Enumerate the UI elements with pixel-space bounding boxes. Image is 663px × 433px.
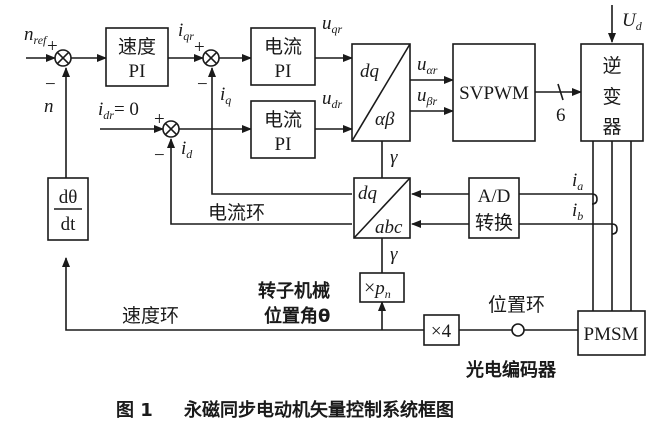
pmsm-label: PMSM <box>584 324 639 345</box>
svpwm-label: SVPWM <box>459 83 529 104</box>
inverter-block: 逆 变 器 <box>580 43 644 142</box>
sum1-minus-sign: − <box>45 74 56 95</box>
current-pi-q-sublabel: PI <box>275 61 292 82</box>
times4-label: ×4 <box>431 321 452 342</box>
times4-block: ×4 <box>423 314 460 346</box>
pmsm-block: PMSM <box>577 310 646 356</box>
ia-sense-line <box>519 193 598 205</box>
sum1-plus-sign: + <box>47 36 58 57</box>
sum2-plus-sign: + <box>194 37 205 58</box>
speed-loop-line <box>62 257 424 331</box>
figure-title: 永磁同步电动机矢量控制系统框图 <box>183 399 454 421</box>
pole-pairs-block: ×pn <box>359 272 405 303</box>
inverter-label-1: 逆 <box>602 55 621 77</box>
encoder-symbol <box>511 323 525 337</box>
derivative-numerator: dθ <box>59 187 78 208</box>
inverse-park-block: dq αβ <box>351 43 411 142</box>
inverse-park-bottom-label: αβ <box>375 109 395 130</box>
ud-label: Ud <box>622 10 643 33</box>
idr-label: idr= 0 <box>98 99 139 122</box>
current-pi-d-sublabel: PI <box>275 134 292 155</box>
speed-pi-label: 速度 <box>118 36 156 58</box>
sum3-minus-sign: − <box>154 145 165 166</box>
ualpha-label: uαr <box>417 54 438 77</box>
figure-number: 图 1 <box>116 400 153 421</box>
ib-label: ib <box>572 200 583 223</box>
inverter-label-3: 器 <box>602 116 621 138</box>
n-label: n <box>44 96 54 117</box>
derivative-denominator: dt <box>61 214 77 235</box>
sum-junction-id <box>162 120 180 138</box>
svpwm-block: SVPWM <box>452 43 536 142</box>
adc-label: A/D <box>478 186 511 207</box>
derivative-block: dθ dt <box>47 177 89 241</box>
bus-slash <box>557 83 564 101</box>
park-top-label: dq <box>358 183 378 204</box>
adc-block: A/D 转换 <box>468 177 520 239</box>
udr-label: udr <box>322 88 343 111</box>
iq-feedback-line <box>208 67 352 195</box>
park-block: dq abc <box>353 177 411 239</box>
sum3-plus-sign: + <box>154 109 165 130</box>
encoder-label: 光电编码器 <box>465 359 557 381</box>
current-pi-d-label: 电流 <box>264 109 302 131</box>
park-bottom-label: abc <box>375 217 403 238</box>
speed-pi-block: 速度 PI <box>105 27 169 87</box>
inverter-label-2: 变 <box>602 86 621 108</box>
pole-pairs-label: ×pn <box>364 277 391 301</box>
gamma-label-lower: γ <box>390 244 398 265</box>
sum-junction-iq <box>202 49 220 67</box>
ib-sense-line <box>519 223 618 235</box>
iq-label: iq <box>220 84 231 107</box>
ubeta-label: uβr <box>417 85 437 108</box>
rotor-angle-label-1: 转子机械 <box>258 280 330 302</box>
id-feedback-line <box>167 138 352 225</box>
current-pi-q-block: 电流 PI <box>250 27 316 86</box>
nref-label: nref <box>24 24 48 47</box>
adc-sublabel: 转换 <box>475 212 513 234</box>
ia-label: ia <box>572 170 583 193</box>
uqr-label: uqr <box>322 13 343 36</box>
sum2-minus-sign: − <box>197 74 208 95</box>
current-pi-d-block: 电流 PI <box>250 100 316 159</box>
current-pi-q-label: 电流 <box>264 36 302 58</box>
current-loop-label: 电流环 <box>208 202 265 224</box>
gamma-label-upper: γ <box>390 147 398 168</box>
bus-width-label: 6 <box>556 105 566 126</box>
iqr-label: iqr <box>178 20 194 43</box>
rotor-angle-label-2: 位置角θ <box>264 305 330 327</box>
id-label: id <box>181 138 193 161</box>
speed-pi-sublabel: PI <box>129 61 146 82</box>
inverse-park-top-label: dq <box>360 61 380 82</box>
speed-loop-label: 速度环 <box>122 305 179 327</box>
sum-junction-speed <box>54 49 72 67</box>
position-loop-label: 位置环 <box>488 294 545 316</box>
